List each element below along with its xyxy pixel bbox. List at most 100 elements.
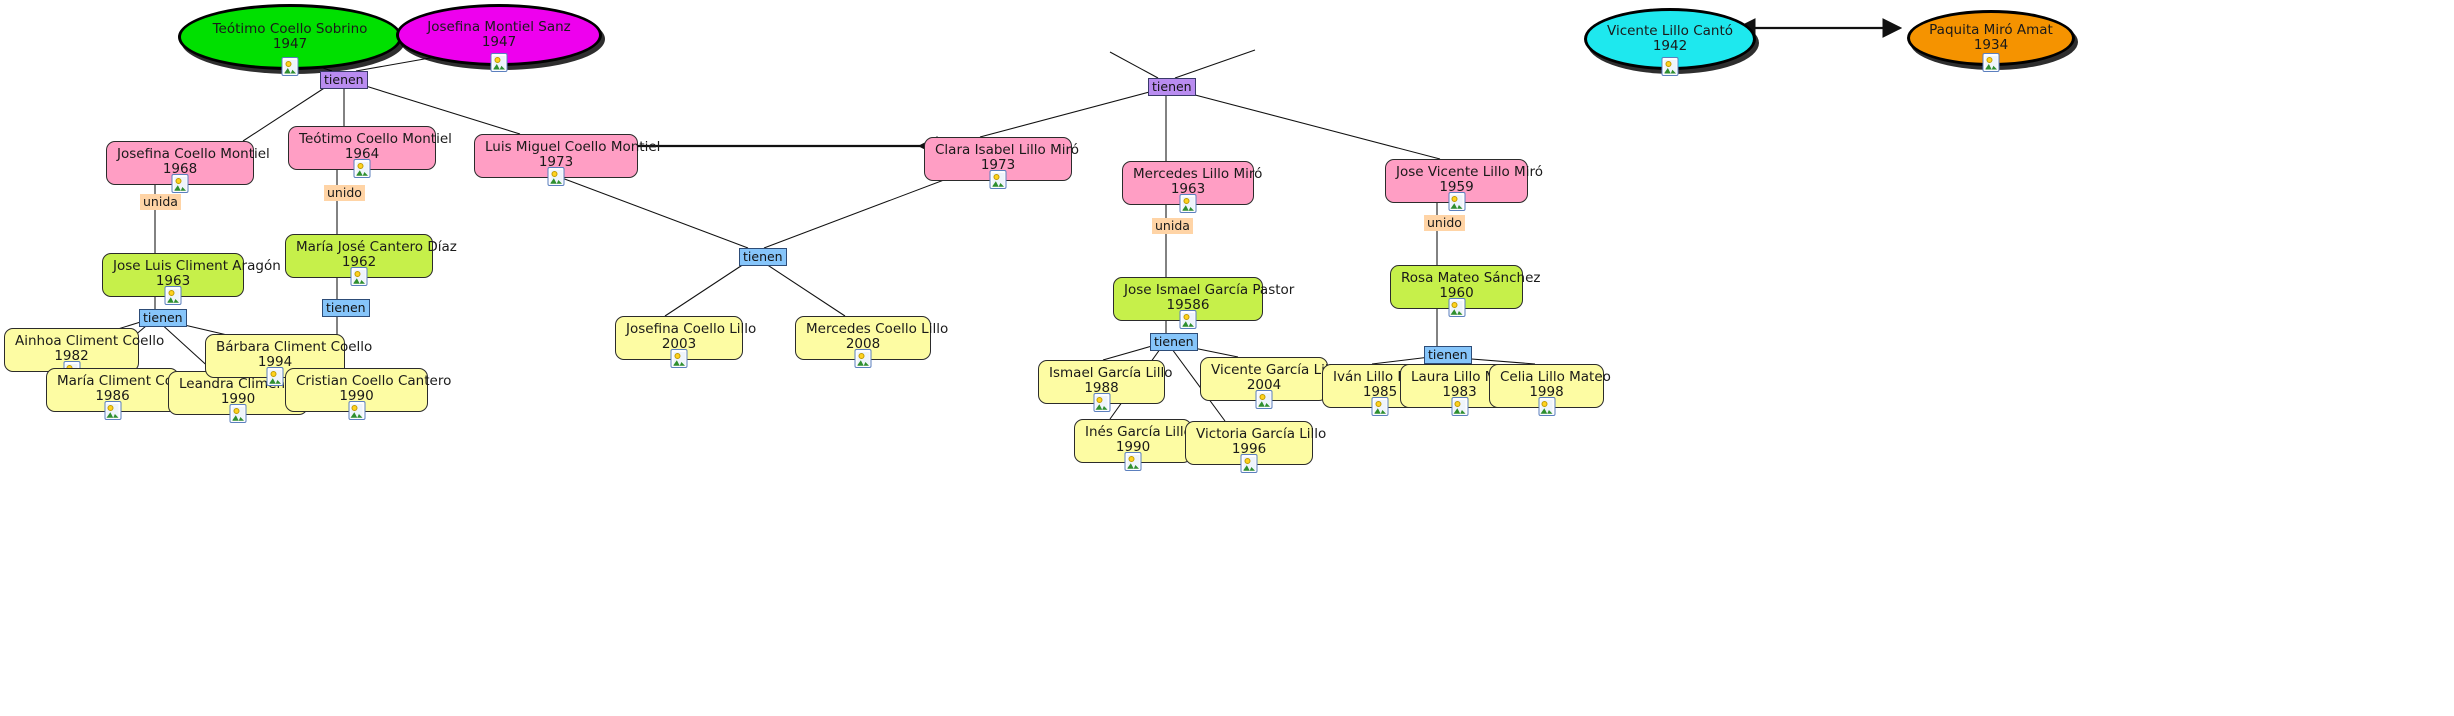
photo-icon[interactable] [854,349,872,369]
photo-icon[interactable] [348,401,365,421]
photo-icon[interactable] [1124,452,1142,472]
photo-icon[interactable] [1240,454,1258,474]
person-year: 2003 [661,336,697,353]
person-year: 1990 [339,388,374,405]
photo-icon[interactable] [547,167,565,187]
person-name: Josefina Montiel Sanz [427,18,571,35]
person-name: Vicente Lillo Cantó [1607,22,1733,39]
person-year: 1942 [1652,38,1688,54]
person-year: 1985 [1362,384,1398,401]
relation-label-tienen[interactable]: tienen [739,248,787,266]
photo-icon[interactable] [1093,393,1110,413]
person-year: 1988 [1084,380,1119,397]
person-name: Cristian Coello Cantero [296,373,452,389]
photo-icon[interactable] [164,286,182,306]
person-year: 1947 [481,34,517,50]
person-year: 1968 [162,161,198,178]
person-name: Inés García Lillo [1085,424,1192,440]
person-name: María José Cantero Díaz [296,239,457,255]
relation-label-unido[interactable]: unido [1424,215,1465,231]
person-name: Mercedes Coello Lillo [806,321,949,337]
photo-icon[interactable] [1255,390,1273,410]
person-year: 1990 [220,391,256,408]
person-year: 1947 [272,36,308,52]
photo-icon[interactable] [171,174,189,194]
person-name: Teótimo Coello Sobrino [212,20,368,37]
relation-label-tienen[interactable]: tienen [1424,346,1472,364]
person-year: 1973 [538,154,574,171]
photo-icon[interactable] [1179,194,1197,214]
photo-icon[interactable] [1371,397,1389,417]
photo-icon[interactable] [266,367,284,387]
photo-icon[interactable] [1982,53,2000,72]
relation-label-tienen[interactable]: tienen [320,71,368,89]
photo-icon[interactable] [989,170,1007,190]
person-name: Rosa Mateo Sánchez [1401,270,1541,286]
photo-icon[interactable] [1448,298,1465,318]
photo-icon[interactable] [353,159,371,179]
photo-icon[interactable] [1448,192,1465,212]
person-year: 1962 [341,254,377,271]
relation-label-tienen[interactable]: tienen [1150,333,1198,351]
person-year: 1994 [257,354,293,371]
person-name: Jose Ismael García Pastor [1124,282,1295,298]
photo-icon[interactable] [281,57,299,76]
person-name: Jose Luis Climent Aragón [113,258,281,274]
person-name: Luis Miguel Coello Montiel [485,139,661,155]
photo-icon[interactable] [1179,310,1197,330]
relation-label-tienen[interactable]: tienen [322,299,370,317]
person-year: 1973 [980,157,1016,174]
photo-icon[interactable] [1451,397,1468,417]
photo-icon[interactable] [670,349,688,369]
relation-label-unido[interactable]: unido [324,185,365,201]
person-year: 1934 [1973,37,2009,53]
photo-icon[interactable] [229,404,247,424]
photo-icon[interactable] [1661,57,1679,76]
relation-label-unida[interactable]: unida [1152,218,1193,234]
person-year: 1986 [95,388,130,405]
photo-icon[interactable] [104,401,121,421]
person-year: 1996 [1231,441,1267,458]
person-year: 1960 [1439,285,1474,302]
person-year: 1990 [1115,439,1151,456]
person-year: 1982 [54,348,89,365]
person-name: María Climent Coello [57,373,198,389]
person-name: Bárbara Climent Coello [216,339,373,355]
relation-label-unida[interactable]: unida [140,194,181,210]
relation-label-tienen[interactable]: tienen [139,309,187,327]
photo-icon[interactable] [350,267,368,287]
photo-icon[interactable] [1538,397,1555,417]
person-name: Celia Lillo Mateo [1500,369,1611,385]
person-name: Ainhoa Climent Coello [15,333,165,349]
photo-icon[interactable] [490,53,508,72]
person-name: Vicente García Lillo [1211,362,1341,378]
relation-label-tienen[interactable]: tienen [1148,78,1196,96]
person-name: Ismael García Lillo [1049,365,1173,381]
person-name: Josefina Coello Montiel [117,146,270,162]
